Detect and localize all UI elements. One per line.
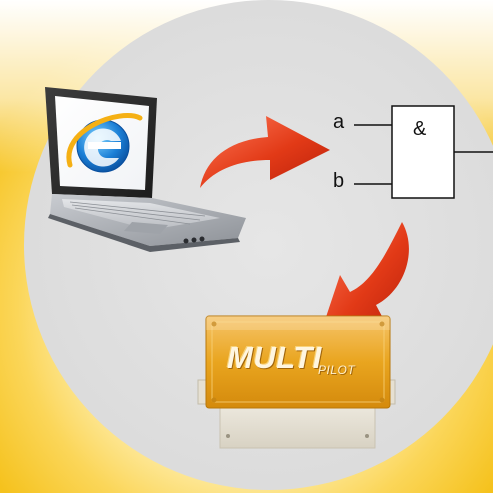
gate-symbol: & [413,118,427,140]
controller-brand-main: MULTI [227,340,322,375]
input-b-label: b [333,170,345,192]
input-a-label: a [333,111,345,133]
controller-brand-sub: PILOT [318,363,356,377]
